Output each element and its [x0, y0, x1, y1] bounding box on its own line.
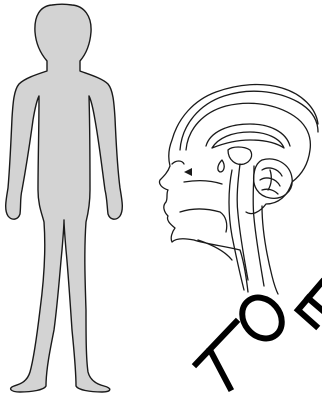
watermark-letter-k	[196, 322, 236, 388]
watermark-letter-f	[298, 282, 322, 326]
watermark-letter-o	[234, 290, 290, 347]
